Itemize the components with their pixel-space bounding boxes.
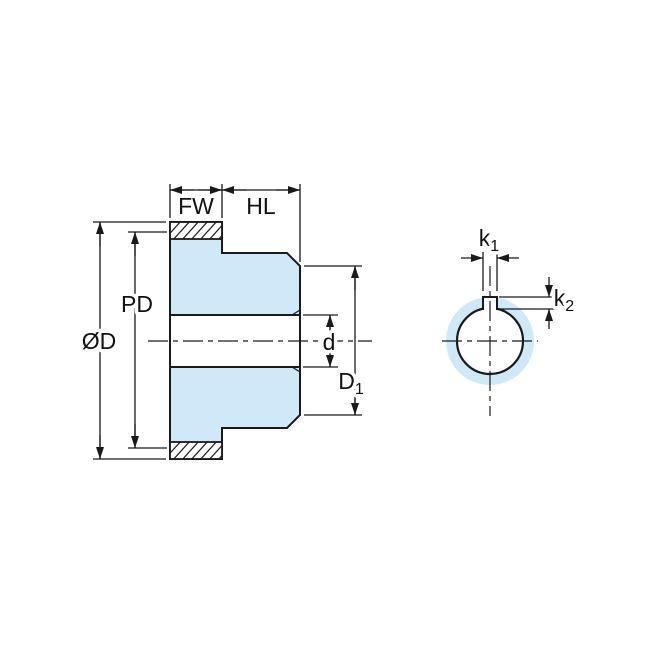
dim-d1: D1 bbox=[304, 265, 367, 416]
tooth-strip-top bbox=[169, 221, 223, 240]
dim-k2: k2 bbox=[499, 277, 578, 329]
dim-label-k1: k1 bbox=[479, 225, 500, 255]
dim-label-hl: HL bbox=[246, 193, 276, 219]
dim-label-d: d bbox=[323, 329, 336, 355]
bore-chamfer-bottom bbox=[291, 366, 301, 373]
dim-label-fw: FW bbox=[178, 193, 214, 219]
bore-chamfer-top bbox=[291, 309, 301, 316]
dim-pd: PD bbox=[118, 231, 167, 449]
gear-cross-section-view: FW HL ØD PD bbox=[78, 184, 372, 460]
dim-label-k2: k2 bbox=[554, 285, 575, 315]
dim-fw: FW bbox=[169, 184, 223, 223]
dim-label-pd: PD bbox=[121, 291, 153, 317]
dim-k1: k1 bbox=[461, 222, 519, 291]
dim-label-od: ØD bbox=[82, 328, 117, 354]
dim-od: ØD bbox=[78, 221, 166, 460]
keyway-slot bbox=[482, 296, 498, 310]
dim-hl: HL bbox=[222, 184, 301, 262]
dim-d: d bbox=[303, 314, 339, 368]
tooth-strip-bottom bbox=[169, 441, 223, 460]
dim-label-d1: D1 bbox=[338, 368, 364, 398]
bore-end-view: k1 k2 bbox=[442, 222, 578, 416]
